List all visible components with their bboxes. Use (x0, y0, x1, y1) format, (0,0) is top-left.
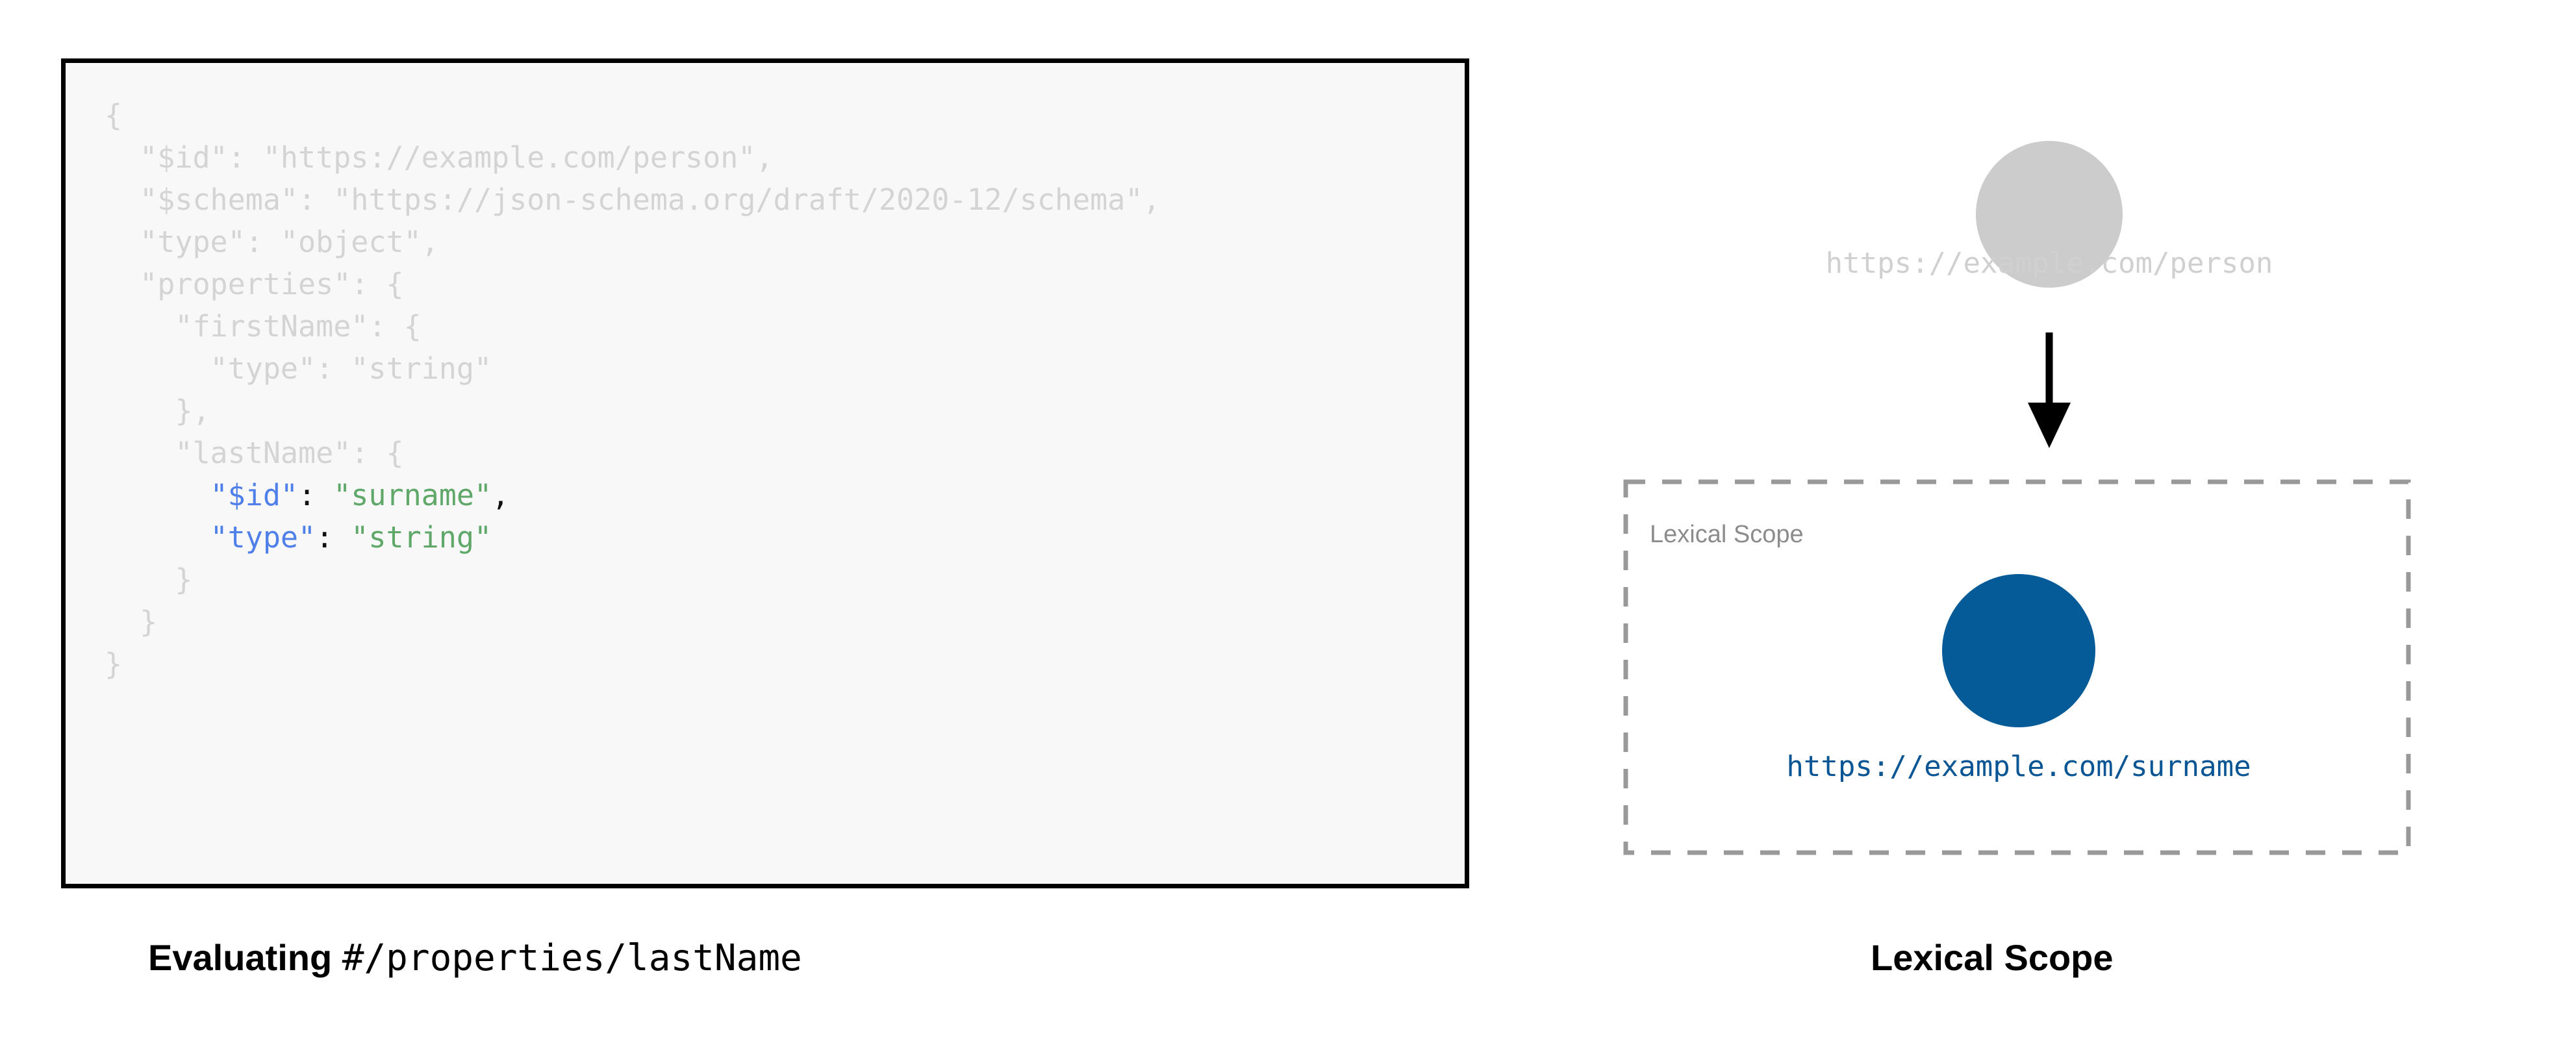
code-line: "lastName": { (105, 432, 1161, 474)
code-line: } (105, 643, 1161, 685)
code-line: "type": "object", (105, 221, 1161, 263)
code-token: "$schema": "https://json-schema.org/draf… (105, 182, 1161, 217)
code-token: } (105, 562, 193, 597)
code-line: "$id": "https://example.com/person", (105, 136, 1161, 179)
json-schema-code-block: { "$id": "https://example.com/person", "… (61, 58, 1469, 888)
code-token: : (298, 478, 334, 512)
inner-node-label: https://example.com/surname (1786, 750, 2251, 783)
code-token: "type": "object", (105, 225, 439, 259)
code-token: { (105, 98, 123, 132)
code-token: "string" (351, 520, 492, 555)
code-lines: { "$id": "https://example.com/person", "… (105, 94, 1161, 685)
code-line: "type": "string" (105, 516, 1161, 558)
outer-node-circle (1976, 141, 2123, 288)
left-caption: Evaluating #/properties/lastName (148, 936, 802, 979)
code-line: "type": "string" (105, 347, 1161, 390)
code-token: "$id": "https://example.com/person", (105, 140, 774, 175)
lexical-scope-diagram: https://example.com/person Lexical Scope… (1623, 141, 2411, 855)
code-line: }, (105, 390, 1161, 432)
code-line: { (105, 94, 1161, 136)
code-token (105, 520, 210, 555)
lexical-scope-box-title: Lexical Scope (1650, 521, 1804, 548)
code-token (105, 478, 210, 512)
code-line: "firstName": { (105, 305, 1161, 347)
lexical-scope-box (1623, 479, 2411, 855)
code-line: "$id": "surname", (105, 474, 1161, 516)
right-caption: Lexical Scope (1871, 936, 2114, 979)
code-token: "firstName": { (105, 309, 422, 344)
code-token: "surname" (333, 478, 492, 512)
right-panel: https://example.com/person Lexical Scope… (1520, 0, 2576, 1039)
code-token: "properties": { (105, 267, 404, 301)
code-token: } (105, 647, 123, 681)
code-token: }, (105, 394, 210, 428)
left-caption-bold: Evaluating (148, 937, 333, 978)
inner-node-circle (1942, 574, 2095, 727)
code-line: "$schema": "https://json-schema.org/draf… (105, 179, 1161, 221)
right-caption-bold: Lexical Scope (1871, 937, 2114, 978)
left-panel: { "$id": "https://example.com/person", "… (61, 58, 1469, 979)
resolution-arrow-icon (2028, 332, 2071, 448)
code-token: "type": "string" (105, 351, 492, 386)
code-token: "$id" (210, 478, 299, 512)
code-token: "type" (210, 520, 316, 555)
code-line: "properties": { (105, 263, 1161, 305)
code-token: } (105, 605, 158, 639)
code-token: : (316, 520, 351, 555)
code-token: "lastName": { (105, 436, 404, 470)
outer-node-label: https://example.com/person (1826, 247, 2273, 280)
code-token: , (492, 478, 510, 512)
code-line: } (105, 558, 1161, 601)
left-caption-pointer: #/properties/lastName (342, 937, 802, 979)
code-line: } (105, 601, 1161, 643)
